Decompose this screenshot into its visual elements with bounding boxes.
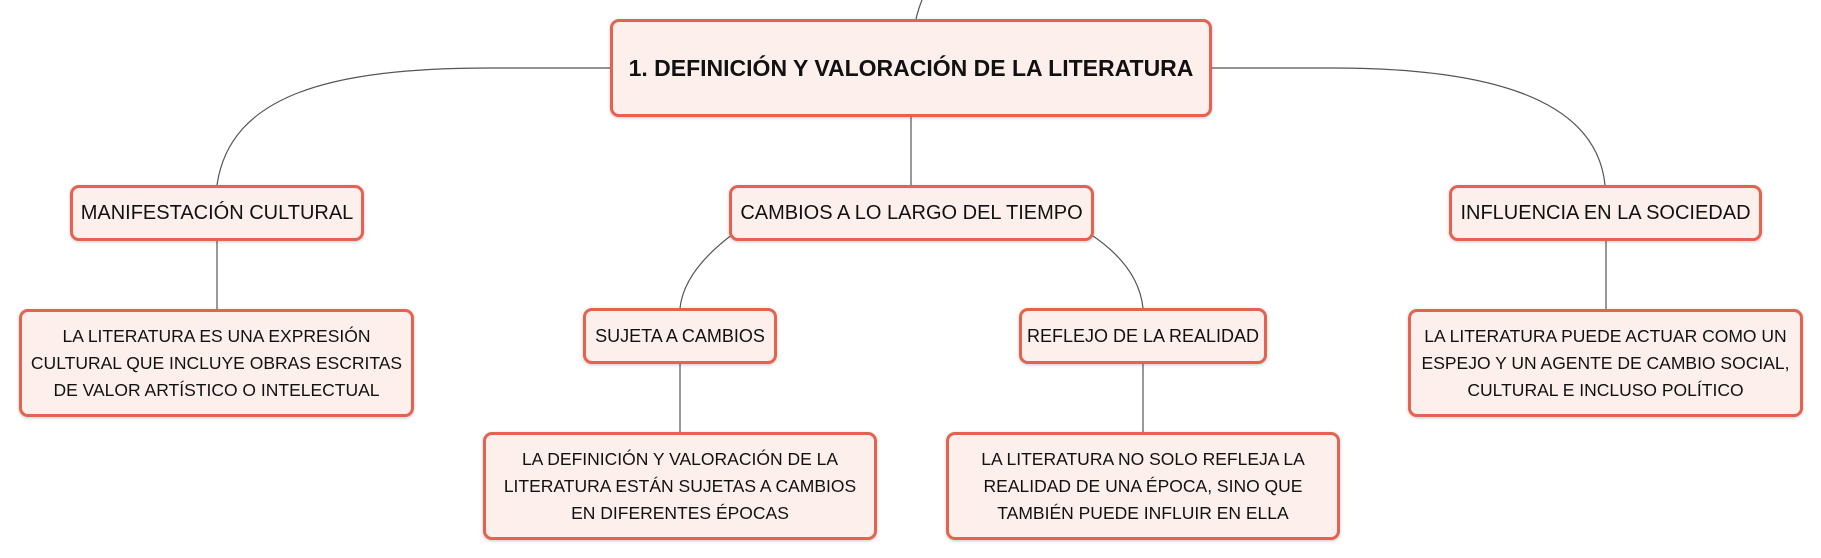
- root-topic[interactable]: 1. DEFINICIÓN Y VALORACIÓN DE LA LITERAT…: [610, 19, 1212, 117]
- connector-cambios-to-reflejo: [1089, 233, 1144, 309]
- detail-reflejo-realidad-text: LA LITERATURA NO SOLO REFLEJA LA REALIDA…: [981, 448, 1305, 523]
- detail-influencia-sociedad-text: LA LITERATURA PUEDE ACTUAR COMO UN ESPEJ…: [1421, 325, 1790, 400]
- topic-manifestacion-cultural-label: MANIFESTACIÓN CULTURAL: [80, 201, 354, 224]
- topic-cambios-tiempo[interactable]: CAMBIOS A LO LARGO DEL TIEMPO: [729, 185, 1094, 241]
- topic-sujeta-cambios-label: SUJETA A CAMBIOS: [595, 325, 765, 346]
- connector-root-to-influencia: [1212, 67, 1606, 186]
- detail-reflejo-realidad[interactable]: LA LITERATURA NO SOLO REFLEJA LA REALIDA…: [946, 432, 1340, 540]
- detail-sujeta-cambios-text: LA DEFINICIÓN Y VALORACIÓN DE LA LITERAT…: [503, 448, 857, 523]
- topic-reflejo-realidad-label: REFLEJO DE LA REALIDAD: [1026, 325, 1260, 346]
- topic-manifestacion-cultural[interactable]: MANIFESTACIÓN CULTURAL: [70, 185, 364, 241]
- topic-influencia-sociedad-label: INFLUENCIA EN LA SOCIEDAD: [1460, 201, 1751, 224]
- root-topic-label: 1. DEFINICIÓN Y VALORACIÓN DE LA LITERAT…: [628, 54, 1194, 81]
- connector-root-to-manifestacion: [216, 67, 610, 186]
- topic-reflejo-realidad[interactable]: REFLEJO DE LA REALIDAD: [1019, 308, 1267, 364]
- detail-manifestacion-cultural-text: LA LITERATURA ES UNA EXPRESIÓN CULTURAL …: [30, 325, 403, 400]
- connector-parent-to-root: [915, 0, 923, 20]
- topic-cambios-tiempo-label: CAMBIOS A LO LARGO DEL TIEMPO: [740, 201, 1083, 224]
- connector-cambios-to-sujeta: [679, 233, 734, 309]
- topic-sujeta-cambios[interactable]: SUJETA A CAMBIOS: [583, 308, 777, 364]
- topic-influencia-sociedad[interactable]: INFLUENCIA EN LA SOCIEDAD: [1449, 185, 1762, 241]
- detail-influencia-sociedad[interactable]: LA LITERATURA PUEDE ACTUAR COMO UN ESPEJ…: [1408, 309, 1803, 417]
- detail-sujeta-cambios[interactable]: LA DEFINICIÓN Y VALORACIÓN DE LA LITERAT…: [483, 432, 877, 540]
- detail-manifestacion-cultural[interactable]: LA LITERATURA ES UNA EXPRESIÓN CULTURAL …: [19, 309, 414, 417]
